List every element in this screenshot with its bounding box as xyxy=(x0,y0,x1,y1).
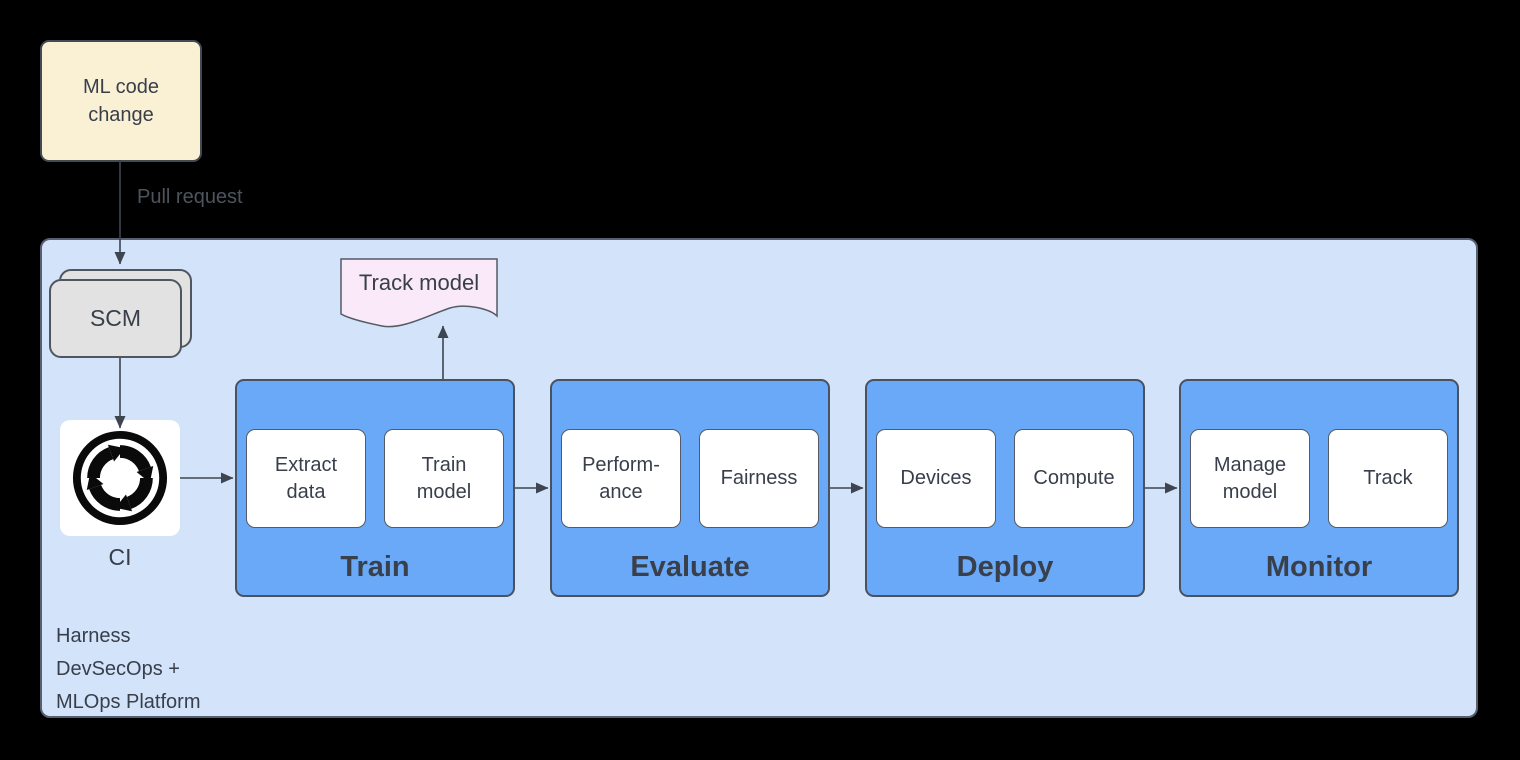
task-performance: Perform- ance xyxy=(561,429,681,528)
ml-code-change-node: ML code change xyxy=(40,40,202,162)
stage-deploy: Devices Compute Deploy xyxy=(865,379,1145,597)
stage-deploy-label: Deploy xyxy=(956,551,1054,583)
task-train-model: Train model xyxy=(384,429,504,528)
task-manage-model: Manage model xyxy=(1190,429,1310,528)
stage-train: Extract data Train model Train xyxy=(235,379,515,597)
track-model-doc: Track model xyxy=(340,258,498,334)
document-shape xyxy=(340,258,498,328)
stage-monitor-label: Monitor xyxy=(1265,551,1373,583)
scm-label: SCM xyxy=(89,305,142,331)
task-compute: Compute xyxy=(1014,429,1134,528)
stage-evaluate-label: Evaluate xyxy=(630,551,750,583)
platform-title: Harness DevSecOps + MLOps Platform xyxy=(56,625,201,713)
stage-evaluate: Perform- ance Fairness Evaluate xyxy=(550,379,830,597)
ci-node xyxy=(60,420,180,536)
pull-request-label: Pull request xyxy=(137,186,243,208)
stage-train-label: Train xyxy=(340,551,410,583)
continuous-integration-cycle-icon xyxy=(72,430,168,526)
stage-monitor: Manage model Track Monitor xyxy=(1179,379,1459,597)
task-track: Track xyxy=(1328,429,1448,528)
task-fairness: Fairness xyxy=(699,429,819,528)
ci-label: CI xyxy=(108,544,132,570)
task-devices: Devices xyxy=(876,429,996,528)
track-model-label: Track model xyxy=(358,270,480,295)
task-extract-data: Extract data xyxy=(246,429,366,528)
scm-node: SCM xyxy=(49,279,182,358)
